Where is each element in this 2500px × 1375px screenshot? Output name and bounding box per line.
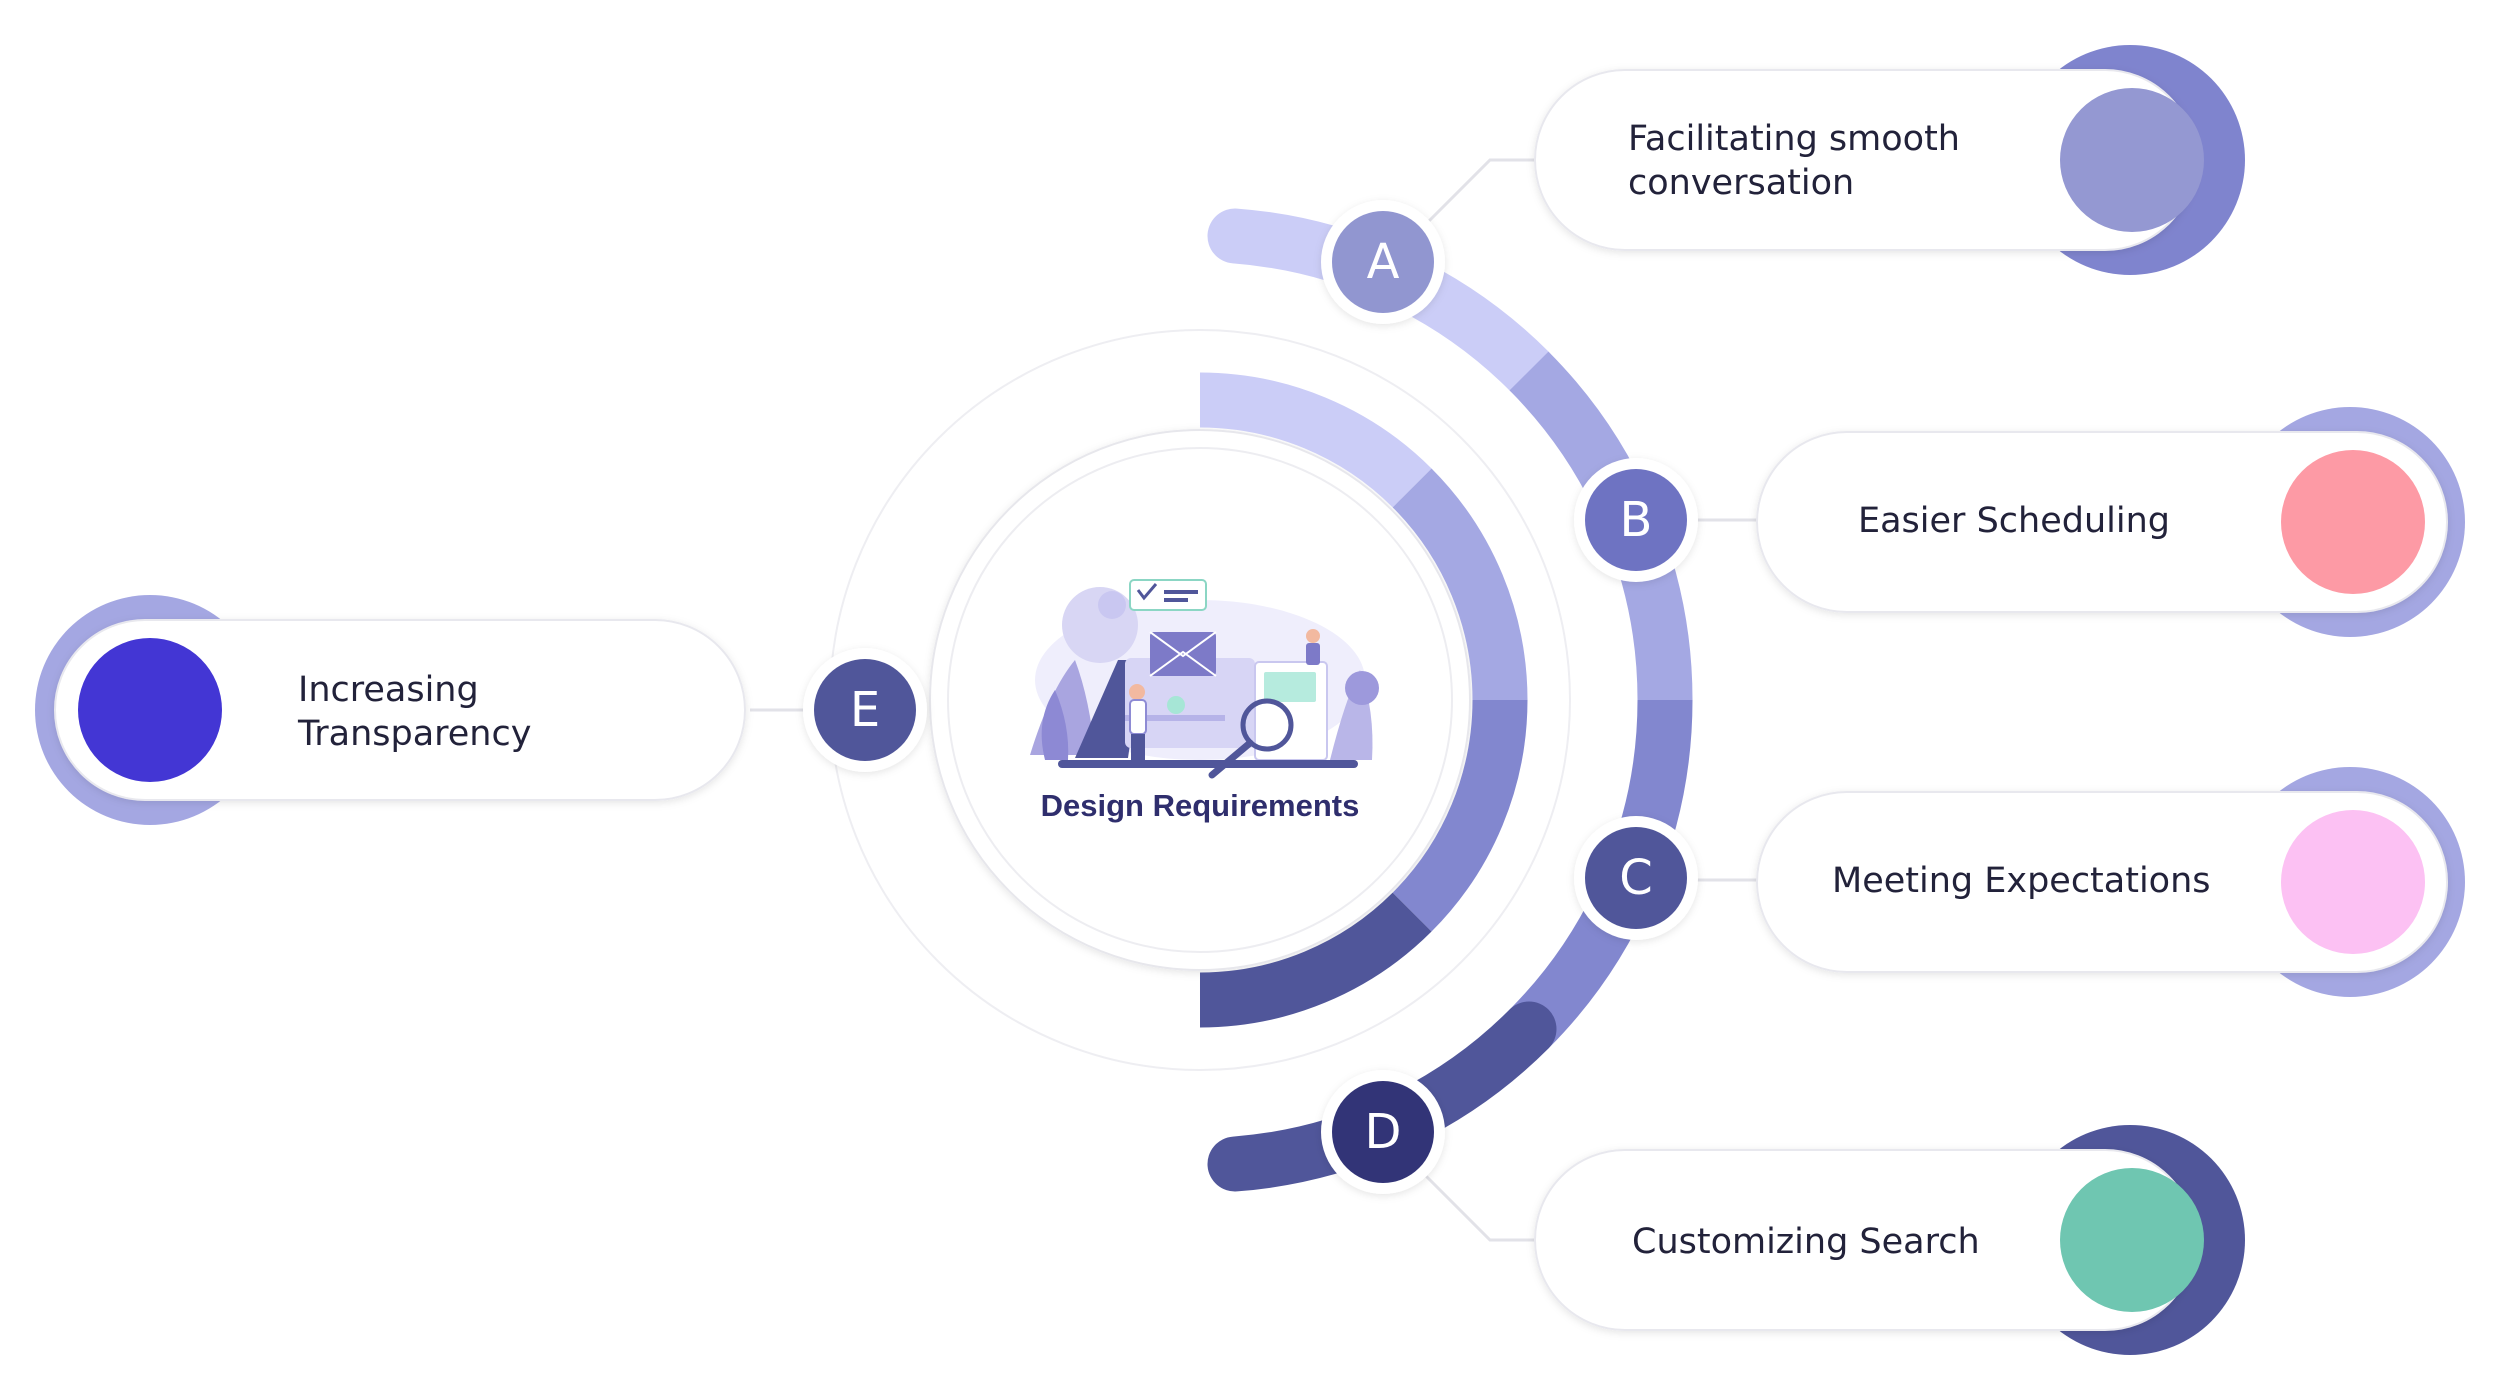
marker-a (1332, 211, 1434, 313)
illustration-check-line-2 (1164, 598, 1188, 602)
illustration-check-mark (1136, 583, 1158, 601)
marker-c (1585, 827, 1687, 929)
illustration-envelope-lines (1149, 631, 1217, 677)
illustration-magnifier-handle (1208, 739, 1254, 779)
illustration-dot-right (1345, 671, 1379, 705)
marker-e-letter: E (849, 682, 881, 738)
marker-b (1585, 469, 1687, 571)
design-illustration (1030, 579, 1379, 779)
marker-d (1332, 1081, 1434, 1183)
marker-e (814, 659, 916, 761)
letter-markers (803, 200, 1698, 1194)
card-c-dot (2281, 810, 2425, 954)
illustration-check-line-1 (1164, 590, 1198, 594)
illustration-person-legs (1131, 734, 1145, 762)
illustration-person2-head (1306, 629, 1320, 643)
marker-b-letter: B (1619, 492, 1653, 548)
card-d (1534, 1125, 2245, 1355)
card-c (1756, 767, 2465, 997)
illustration-magnifier (1240, 698, 1294, 752)
card-e-pill (54, 619, 746, 801)
inner-arc-segment-3 (1392, 699, 1528, 932)
inner-arc (1199, 372, 1528, 1028)
card-c-pill (1756, 791, 2448, 973)
card-b-label: Easier Scheduling (1858, 501, 2170, 541)
card-c-label: Meeting Expectations (1832, 861, 2211, 901)
illustration-person2-body (1306, 643, 1320, 665)
card-e (35, 595, 746, 825)
illustration-checklist (1129, 579, 1207, 611)
illustration-leaf-left-2 (1041, 690, 1069, 760)
illustration-play-button (1167, 696, 1185, 714)
illustration-board-line (1125, 715, 1225, 721)
inner-arc-segment-4 (1199, 892, 1432, 1028)
card-a-dot (2060, 88, 2204, 232)
center-title: Design Requirements (1040, 788, 1360, 823)
illustration-document-image (1264, 672, 1316, 702)
illustration-board (1125, 658, 1255, 748)
inner-arc-segment-2 (1392, 468, 1528, 701)
marker-c-letter: C (1619, 850, 1653, 906)
illustration-person-body (1129, 699, 1147, 735)
card-d-dot (2060, 1168, 2204, 1312)
card-d-label: Customizing Search (1632, 1222, 1980, 1262)
illustration-ground (1058, 760, 1358, 768)
card-a (1534, 45, 2245, 275)
card-b-pill (1756, 431, 2448, 613)
inner-arc-segment-1 (1199, 372, 1432, 508)
illustration-bubble-small (1098, 591, 1126, 619)
card-b (1756, 407, 2465, 637)
connector-a (1418, 158, 1545, 232)
connectors (750, 158, 1765, 1242)
marker-a-letter: A (1366, 234, 1400, 290)
card-e-dot (78, 638, 222, 782)
illustration-person-head (1129, 684, 1145, 700)
card-e-label: Increasing Transparency (298, 670, 532, 754)
card-b-dot (2281, 450, 2425, 594)
connector-d (1418, 1168, 1545, 1242)
card-a-label: Facilitating smooth conversation (1628, 119, 1960, 203)
marker-d-letter: D (1364, 1104, 1402, 1160)
